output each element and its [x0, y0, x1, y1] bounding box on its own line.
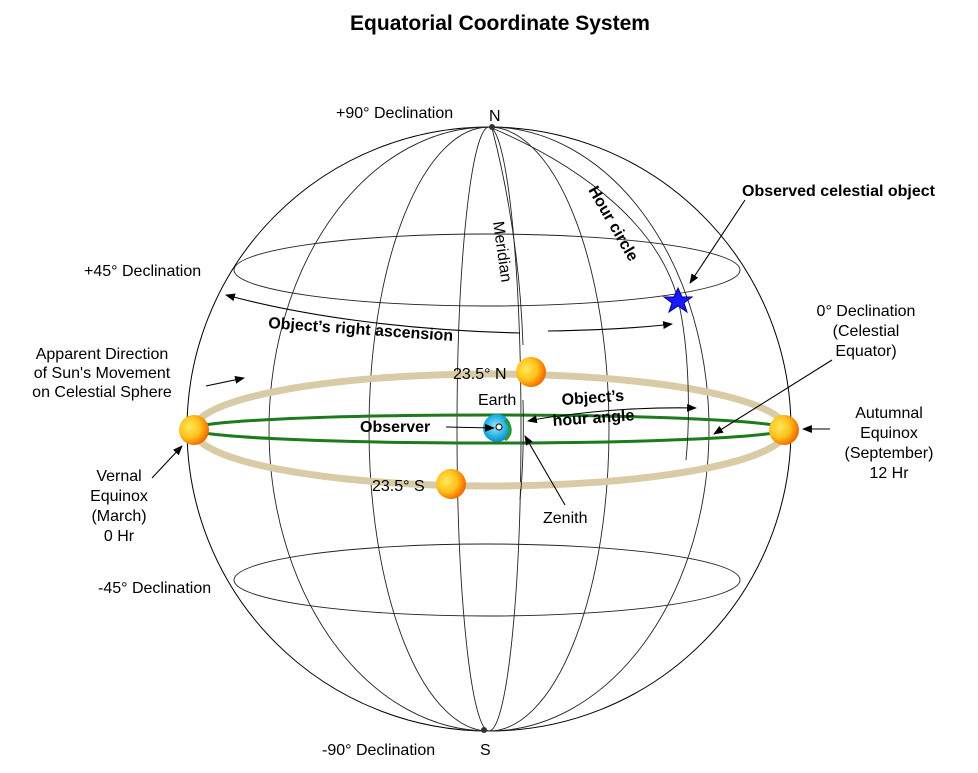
star-icon — [662, 286, 694, 314]
autumnal-label-3: (September) — [845, 445, 934, 462]
declination-plus45-circle — [233, 233, 741, 307]
observer-arrow — [445, 423, 495, 432]
tropic-south-label: 23.5° S — [372, 478, 425, 495]
north-pole-dot — [489, 124, 495, 130]
earth-land-icon — [503, 418, 512, 442]
dec-minus45-label: -45° Declination — [98, 580, 211, 597]
observer-dot — [495, 423, 503, 431]
hour-circle-label: Hour circle — [585, 184, 642, 265]
observer-label: Observer — [360, 419, 430, 436]
sun-vernal-icon — [179, 415, 209, 445]
celestial-equator-label-3: Equator) — [835, 343, 896, 360]
hour-angle-arc-right — [559, 403, 697, 417]
sun-autumnal-icon — [769, 415, 799, 445]
vernal-label-4: 0 Hr — [104, 528, 135, 545]
right-ascension-arc-left — [225, 293, 521, 334]
south-pole-dot — [481, 727, 487, 733]
south-pole-label: S — [480, 742, 491, 759]
south-declination-label: -90° Declination — [322, 742, 435, 759]
celestial-equator-label-2: (Celestial — [833, 323, 900, 340]
celestial-equator-arrow — [713, 359, 833, 435]
autumnal-label-4: 12 Hr — [869, 465, 909, 482]
zenith-arrow — [524, 435, 566, 506]
vernal-label-2: Equinox — [90, 488, 148, 505]
diagram-title: Equatorial Coordinate System — [350, 12, 650, 35]
meridian-line — [491, 127, 524, 346]
tropic-north-label: 23.5° N — [453, 366, 507, 383]
vernal-arrow — [151, 445, 183, 479]
north-pole-label: N — [489, 108, 501, 125]
hour-angle-arc-left — [527, 415, 561, 424]
celestial-equator-label-1: 0° Declination — [817, 303, 916, 320]
right-ascension-label: Object’s right ascension — [268, 315, 454, 345]
sun-north-icon — [516, 357, 546, 387]
right-ascension-arc-right — [547, 321, 673, 332]
hour-angle-label-1: Object’s — [561, 388, 625, 409]
sun-direction-arrow — [205, 375, 245, 387]
sun-south-icon — [436, 469, 466, 499]
meridian-label: Meridian — [489, 220, 514, 283]
vernal-label-1: Vernal — [96, 468, 141, 485]
autumnal-label-2: Equinox — [860, 425, 918, 442]
hour-angle-label-2: hour angle — [552, 407, 635, 430]
meridian-lower — [519, 399, 524, 501]
sun-direction-label-1: Apparent Direction — [36, 346, 169, 363]
autumnal-label-1: Autumnal — [855, 405, 923, 422]
declination-minus45-circle — [233, 543, 741, 617]
north-declination-label: +90° Declination — [336, 105, 453, 122]
sun-direction-label-3: on Celestial Sphere — [32, 384, 172, 401]
observed-object-label: Observed celestial object — [742, 183, 936, 200]
observed-object-arrow — [689, 199, 746, 284]
zenith-label: Zenith — [543, 510, 587, 527]
sun-direction-label-2: of Sun's Movement — [34, 365, 171, 382]
earth-label: Earth — [478, 392, 516, 409]
dec-plus45-label: +45° Declination — [84, 263, 201, 280]
vernal-label-3: (March) — [91, 508, 146, 525]
